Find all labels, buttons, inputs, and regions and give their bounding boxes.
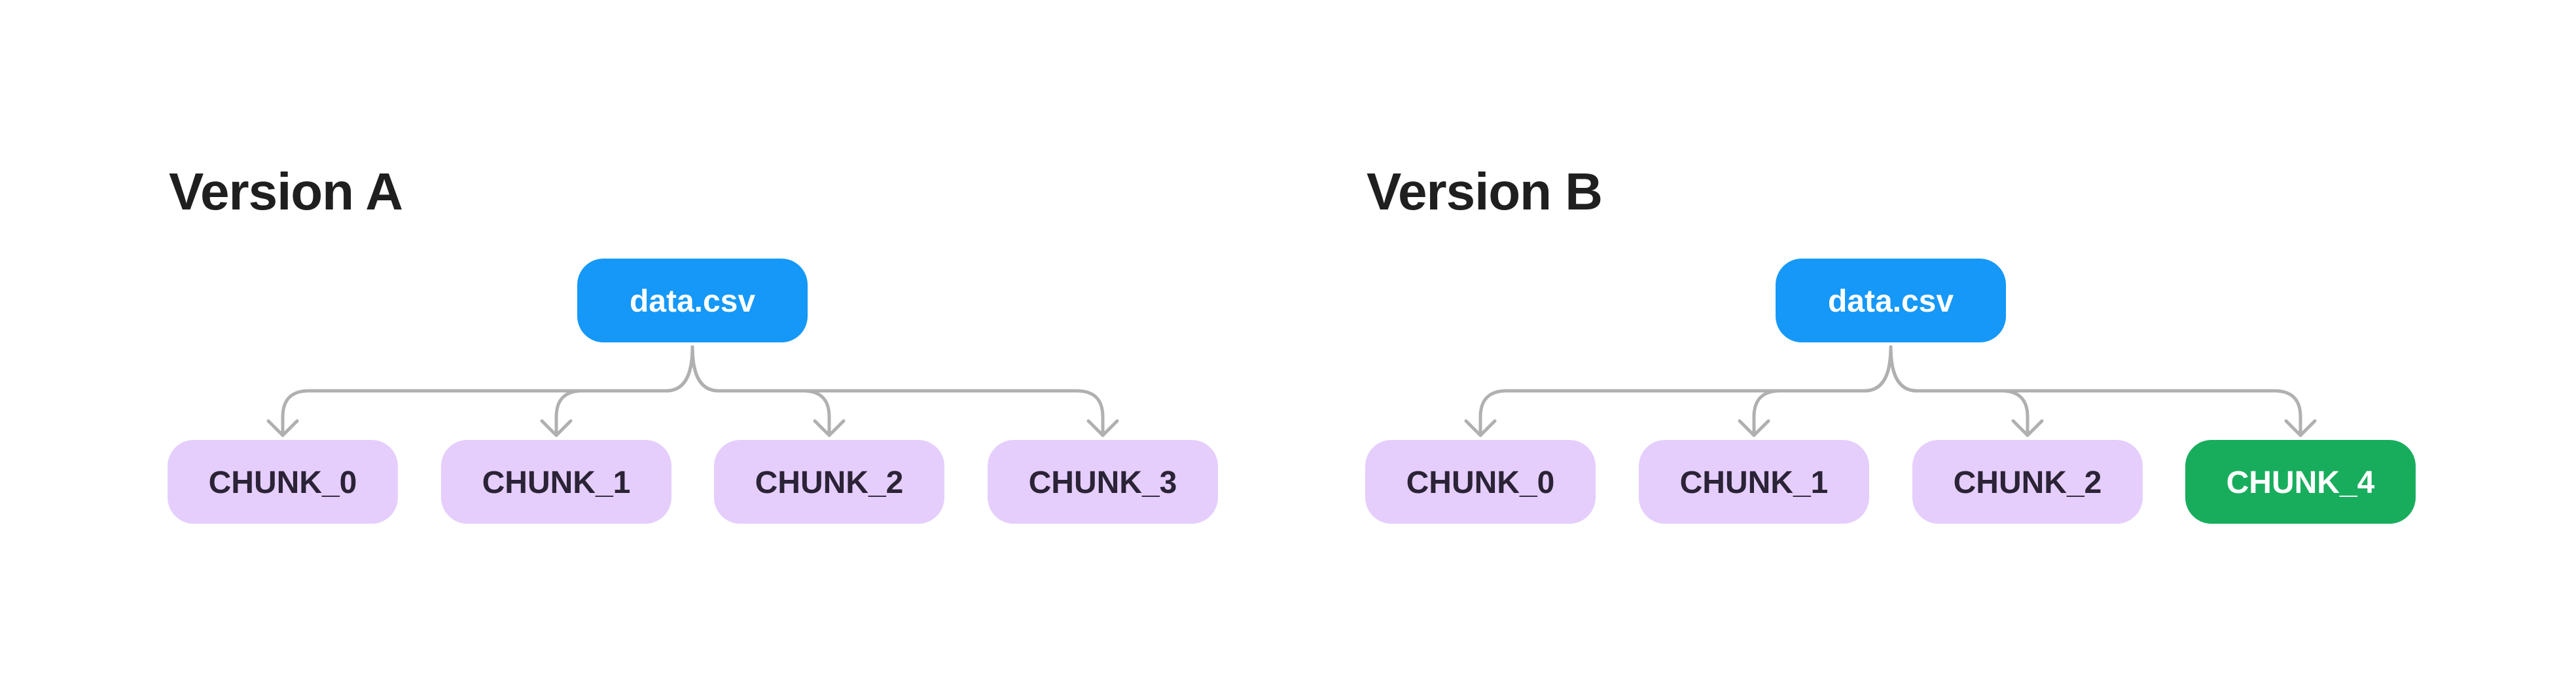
version-b-panel: Version B data.csv CHUNK_0 CHUNK_1 CHUNK… <box>1365 162 2416 524</box>
arrowhead-b-2 <box>2011 419 2044 437</box>
connector-a-3 <box>690 345 1105 437</box>
version-a-chunk-3-box <box>988 440 1218 524</box>
arrowhead-a-0 <box>266 419 299 437</box>
version-a-root-label: data.csv <box>630 284 755 319</box>
arrowhead-b-1 <box>1738 419 1770 437</box>
arrowhead-a-2 <box>813 419 846 437</box>
version-a-chunk-0-box <box>168 440 398 524</box>
arrowhead-b-3 <box>2284 419 2317 437</box>
version-b-connectors <box>1464 345 2317 437</box>
version-a-chunk-3-label: CHUNK_3 <box>1029 465 1177 500</box>
version-a-chunk-3[interactable]: CHUNK_3 <box>988 440 1218 524</box>
version-b-root-node[interactable]: data.csv <box>1776 259 2006 342</box>
version-a-chunk-1[interactable]: CHUNK_1 <box>441 440 671 524</box>
version-a-root-node[interactable]: data.csv <box>577 259 808 342</box>
version-b-chunk-0-box <box>1365 440 1596 524</box>
version-b-chunk-new-box <box>2185 440 2416 524</box>
version-b-chunk-0[interactable]: CHUNK_0 <box>1365 440 1596 524</box>
version-b-chunk-2-box <box>1912 440 2143 524</box>
version-a-title: Version A <box>169 162 402 221</box>
version-b-chunk-new[interactable]: CHUNK_4 <box>2185 440 2416 524</box>
version-b-chunk-1[interactable]: CHUNK_1 <box>1639 440 1869 524</box>
arrowhead-a-1 <box>540 419 573 437</box>
version-a-panel: Version A data.csv CHUNK_0 CHUNK_1 CHUNK… <box>168 162 1218 524</box>
version-b-title: Version B <box>1367 162 1602 221</box>
version-b-chunk-1-box <box>1639 440 1869 524</box>
arrowhead-a-3 <box>1086 419 1119 437</box>
version-b-root-box <box>1776 259 2006 342</box>
version-a-chunk-1-box <box>441 440 671 524</box>
version-a-chunk-2-label: CHUNK_2 <box>755 465 904 500</box>
connector-b-1 <box>1752 345 1893 437</box>
version-b-chunk-1-label: CHUNK_1 <box>1680 465 1829 500</box>
version-a-chunk-0-label: CHUNK_0 <box>209 465 357 500</box>
version-a-chunk-1-label: CHUNK_1 <box>482 465 631 500</box>
arrowhead-b-0 <box>1464 419 1497 437</box>
connector-b-3 <box>1889 345 2302 437</box>
version-b-chunk-2[interactable]: CHUNK_2 <box>1912 440 2143 524</box>
version-b-chunk-2-label: CHUNK_2 <box>1954 465 2102 500</box>
version-a-connectors <box>266 345 1119 437</box>
version-a-chunk-2-box <box>714 440 944 524</box>
version-a-root-box <box>577 259 808 342</box>
connector-a-1 <box>554 345 694 437</box>
version-b-chunk-0-label: CHUNK_0 <box>1406 465 1555 500</box>
version-a-chunk-2[interactable]: CHUNK_2 <box>714 440 944 524</box>
version-b-root-label: data.csv <box>1828 284 1954 319</box>
version-b-chunk-new-label: CHUNK_4 <box>2227 465 2375 500</box>
version-a-chunk-0[interactable]: CHUNK_0 <box>168 440 398 524</box>
